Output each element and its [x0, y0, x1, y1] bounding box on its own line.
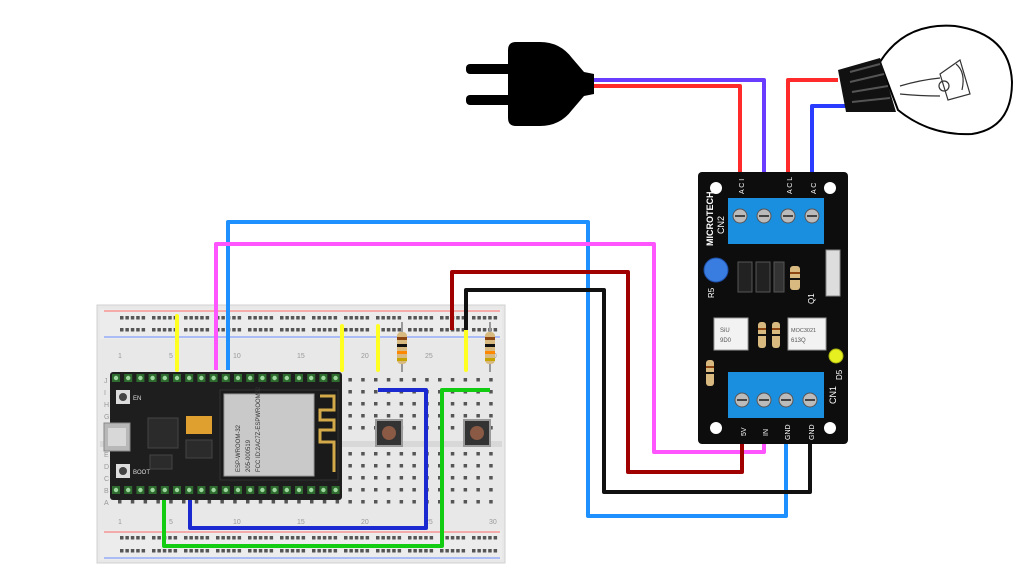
cn1-pin-label-2: IN: [763, 429, 770, 436]
ac-plug: [466, 42, 594, 126]
module-code: 205-000519: [246, 439, 252, 472]
r5-label: R5: [707, 287, 716, 298]
triac-module-board: MICROTECH CN2 A C I A C L A C R5 Q1 SiU …: [698, 172, 848, 444]
column-number-bottom: 20: [361, 519, 369, 526]
board-brand: MICROTECH: [705, 192, 715, 247]
cn1-pin-label-3: GND: [785, 424, 792, 440]
r5-component: [703, 257, 729, 283]
cn2-pin-label-1: A C I: [739, 179, 746, 194]
wire-ac-blue-bulb: [810, 104, 846, 200]
resistor-2: [485, 322, 495, 372]
optocoupler-2: [787, 317, 827, 351]
wire-ac-red-bulb: [786, 78, 838, 200]
column-number-top: 25: [425, 353, 433, 360]
light-bulb: [838, 24, 1014, 136]
wire-ac-red-plug: [592, 84, 742, 200]
d5-label: D5: [835, 369, 844, 380]
plug-prong-top: [466, 64, 516, 74]
usb-uart-chip: [147, 417, 179, 449]
tantalum-capacitor: [186, 416, 212, 434]
column-number-top: 15: [297, 353, 305, 360]
module-name: ESP-WROOM-32: [236, 424, 242, 472]
plug-prong-bottom: [466, 95, 516, 105]
cn1-label: CN1: [828, 386, 838, 404]
q1-label: Q1: [807, 293, 816, 304]
wire-black: [464, 288, 812, 494]
opto1-text-b: 9D0: [720, 338, 732, 344]
cn2-pin-label-2: A C L: [787, 177, 794, 194]
en-label: EN: [133, 396, 141, 402]
wire-light-blue: [226, 220, 788, 518]
cn2-label: CN2: [716, 216, 726, 234]
cn2-pin-label-3: A C: [811, 183, 818, 194]
wires: [162, 78, 846, 548]
antenna-trace: [318, 394, 336, 472]
cn1-screws: [734, 392, 818, 408]
wire-green: [162, 388, 490, 548]
row-letter: H: [104, 402, 109, 409]
column-number-top: 10: [233, 353, 241, 360]
cn2-screws: [732, 208, 820, 224]
row-letter: C: [104, 476, 109, 483]
row-letter: E: [104, 452, 109, 459]
column-number-bottom: 25: [425, 519, 433, 526]
column-number-bottom: 10: [233, 519, 241, 526]
column-number-bottom: 30: [489, 519, 497, 526]
module-fcc: FCC ID:2AC7Z-ESPWROOM32: [256, 386, 262, 472]
transistor-2: [755, 261, 771, 293]
column-number-top: 1: [118, 353, 122, 360]
column-number-top: 5: [169, 353, 173, 360]
esp32-devkit: EN BOOT ESP-WROOM-32 205-000519 FCC ID:2…: [103, 372, 342, 500]
bulb-filament: [899, 59, 971, 101]
yellow-jumpers: [175, 314, 468, 372]
boot-label: BOOT: [133, 470, 150, 476]
row-letter: G: [104, 414, 109, 421]
column-number-bottom: 15: [297, 519, 305, 526]
push-button-1: [375, 419, 403, 447]
cn1-pin-label-1: 5V: [741, 427, 748, 436]
optocoupler-1: [713, 317, 749, 351]
row-letter: D: [104, 464, 109, 471]
regulator-chip: [185, 439, 213, 459]
opto1-text-a: SiU: [720, 328, 730, 334]
column-number-top: 20: [361, 353, 369, 360]
esp32-header-pins: [112, 374, 340, 494]
row-letter: A: [104, 500, 109, 507]
resistor-1: [397, 322, 407, 372]
bulb-base-threads: [849, 63, 891, 103]
bulb-glass: [878, 24, 1014, 136]
row-letter: B: [104, 488, 109, 495]
q1-triac: [825, 249, 841, 297]
transistor-1: [737, 261, 753, 293]
opto2-text-b: 613Q: [791, 338, 806, 344]
column-number-bottom: 5: [169, 519, 173, 526]
middle-resistors: [706, 322, 780, 386]
wire-ac-purple: [592, 78, 766, 200]
d5-led: [828, 348, 844, 364]
push-button-2: [463, 419, 491, 447]
wire-pink: [214, 242, 766, 454]
row-letter: I: [104, 390, 106, 397]
column-number-bottom: 1: [118, 519, 122, 526]
wire-navy: [188, 388, 428, 530]
cn1-pin-label-4: GND: [809, 424, 816, 440]
plug-body: [508, 42, 594, 126]
wire-dark-red: [450, 270, 744, 474]
row-letter: J: [104, 378, 108, 385]
opto2-text-a: MOC3021: [791, 328, 816, 334]
